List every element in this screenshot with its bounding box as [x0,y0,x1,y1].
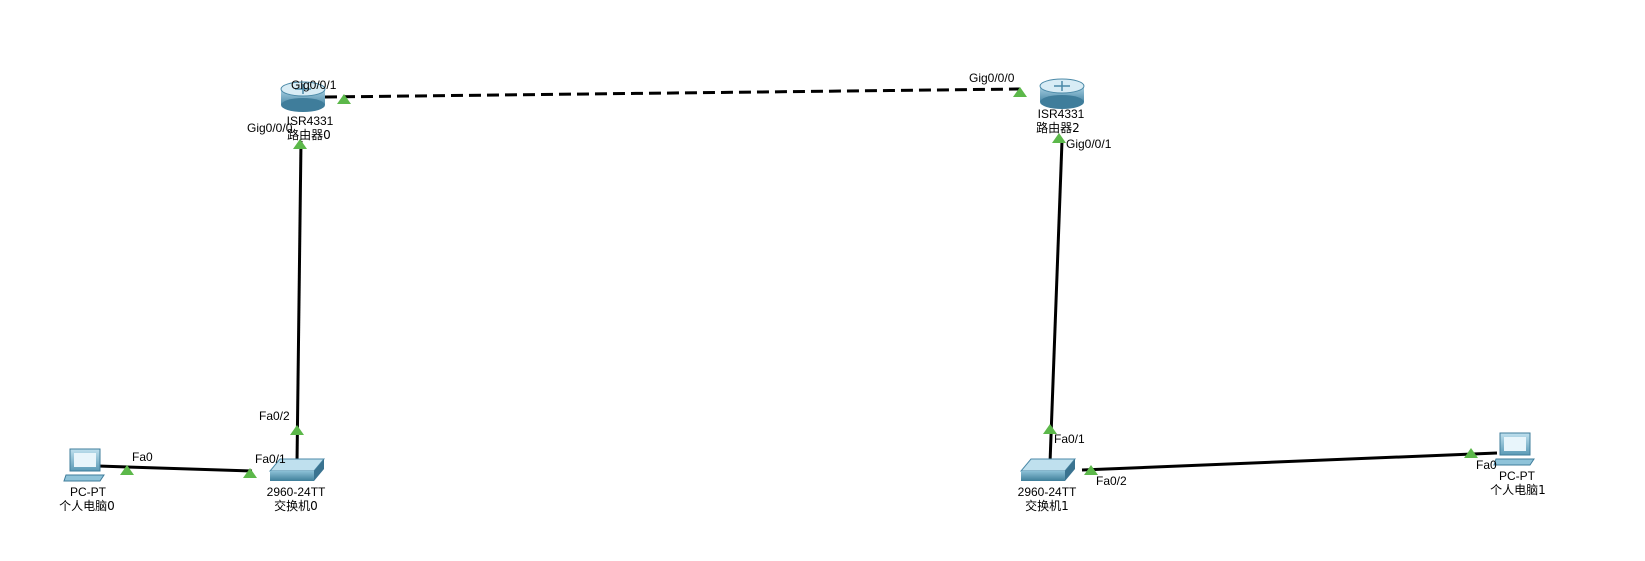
port-label-pc1-fa0: Fa0 [1476,458,1497,472]
link-up-icon [120,465,134,475]
port-label-r0-gig000: Gig0/0/0 [247,121,293,135]
router0-name-label: 路由器0 [287,128,331,142]
link-switch1-pc1[interactable] [1081,451,1498,472]
link-up-icon [1043,424,1057,434]
switch1-name-label: 交换机1 [1025,499,1069,513]
link-up-icon [1464,448,1478,458]
pc-icon[interactable] [63,448,105,482]
port-label-s1-fa02: Fa0/2 [1096,474,1127,488]
port-label-r2-gig001: Gig0/0/1 [1066,137,1112,151]
switch-icon[interactable] [1019,458,1077,481]
links [97,87,1498,473]
link-router2-switch1[interactable] [1048,140,1064,464]
link-up-icon [1084,465,1098,475]
link-up-icon [1013,87,1027,97]
switch1-model-label: 2960-24TT [1017,485,1077,499]
switch0-name-label: 交换机0 [274,499,318,513]
pc0-model-label: PC-PT [70,485,106,499]
link-switch0-pc0[interactable] [97,464,253,473]
pc-icon[interactable] [1493,432,1535,466]
router-icon[interactable] [1039,78,1085,109]
switch-icon[interactable] [268,458,326,481]
link-up-icon [243,468,257,478]
link-up-icon [293,139,307,149]
switch0-model-label: 2960-24TT [266,485,326,499]
port-label-s1-fa01: Fa0/1 [1054,432,1085,446]
port-label-pc0-fa0: Fa0 [132,450,153,464]
pc1-name-label: 个人电脑1 [1490,483,1546,497]
port-label-s0-fa01: Fa0/1 [255,452,286,466]
pc1-model-label: PC-PT [1499,469,1535,483]
port-label-r2-gig000: Gig0/0/0 [969,71,1015,85]
link-up-icon [290,425,304,435]
router2-name-label: 路由器2 [1036,121,1080,135]
port-label-s0-fa02: Fa0/2 [259,409,290,423]
link-router0-router2[interactable] [324,87,1021,99]
link-up-icon [1052,133,1066,143]
router-icon[interactable] [280,81,326,112]
link-status-indicators [120,87,1478,478]
router0-model-label: ISR4331 [286,114,334,128]
link-router0-switch0[interactable] [295,140,303,464]
link-up-icon [337,94,351,104]
pc0-name-label: 个人电脑0 [59,499,115,513]
router2-model-label: ISR4331 [1037,107,1085,121]
port-label-r0-gig001: Gig0/0/1 [291,78,337,92]
